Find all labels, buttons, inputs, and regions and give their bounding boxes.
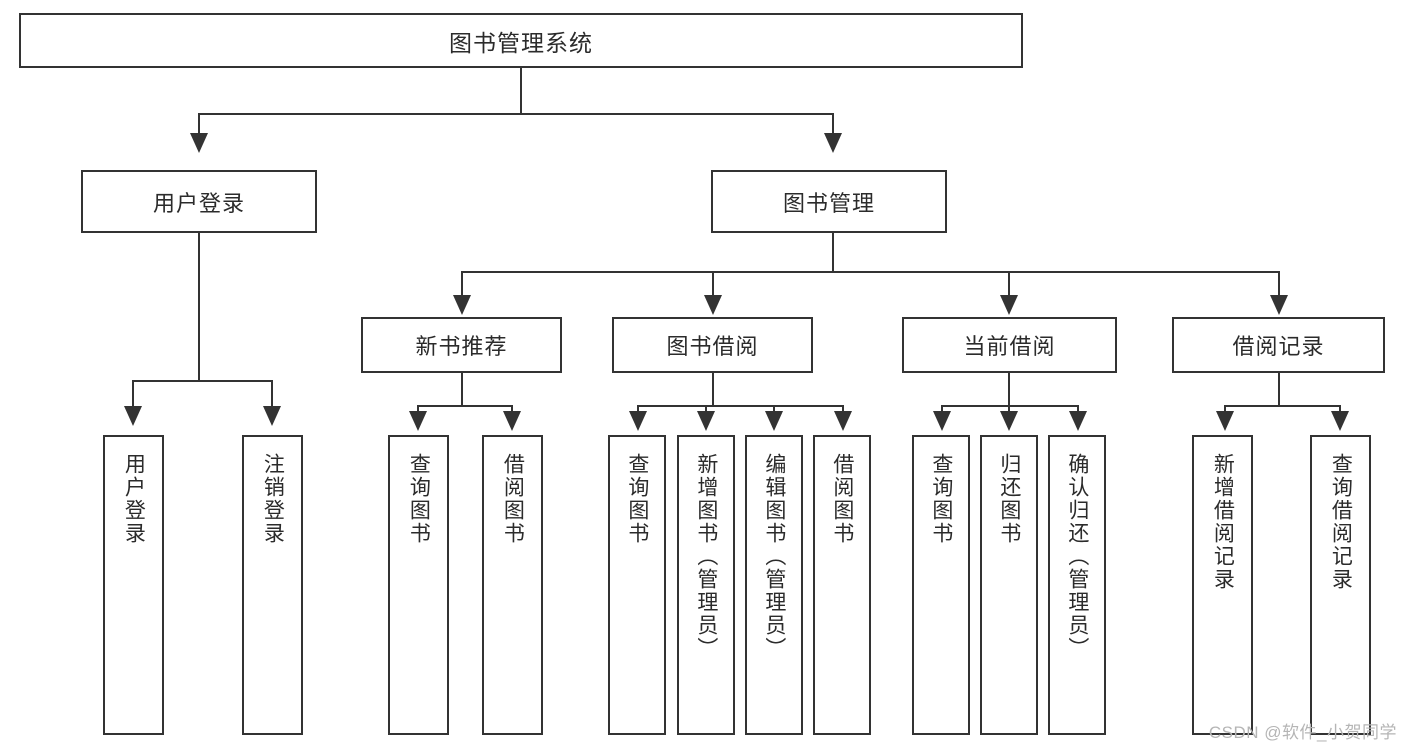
arrowhead-leaf-borrow-record-1 (1216, 411, 1234, 431)
connector-root-bus (198, 113, 834, 115)
leaf-current-borrow-confirm-return[interactable]: 确认归还（管理员） (1048, 435, 1106, 735)
node-new-book-recommend[interactable]: 新书推荐 (361, 317, 562, 373)
connector-borrow-record-bus (1224, 405, 1340, 407)
node-label: 用户登录 (152, 190, 245, 216)
arrowhead-leaf-book-borrow-1 (629, 411, 647, 431)
leaf-borrow-record-add[interactable]: 新增借阅记录 (1192, 435, 1253, 735)
leaf-label: 借阅图书 (501, 453, 525, 545)
node-book-management[interactable]: 图书管理 (711, 170, 947, 233)
leaf-user-login-logout[interactable]: 注销登录 (242, 435, 303, 735)
connector-borrow-record-drop-1 (1224, 405, 1226, 413)
connector-user-login-bus (132, 380, 272, 382)
arrowhead-borrow-book (704, 295, 722, 315)
arrowhead-leaf-book-borrow-2 (697, 411, 715, 431)
connector-book-manage-drop-2 (712, 271, 714, 297)
connector-borrow-record-stem (1278, 373, 1280, 405)
node-borrow-record[interactable]: 借阅记录 (1172, 317, 1385, 373)
connector-new-book-stem (461, 373, 463, 405)
node-label: 图书管理系统 (449, 29, 593, 56)
node-label: 新书推荐 (415, 334, 508, 359)
leaf-label: 编辑图书（管理员） (762, 453, 786, 660)
connector-book-manage-drop-3 (1008, 271, 1010, 297)
connector-current-borrow-drop-2 (1008, 405, 1010, 413)
node-label: 图书管理 (782, 190, 875, 216)
arrowhead-current-borrow (1000, 295, 1018, 315)
arrowhead-leaf-current-borrow-1 (933, 411, 951, 431)
node-user-login[interactable]: 用户登录 (81, 170, 317, 233)
arrowhead-leaf-book-borrow-3 (765, 411, 783, 431)
arrowhead-leaf-new-book-1 (409, 411, 427, 431)
connector-new-book-bus (417, 405, 512, 407)
node-label: 图书借阅 (666, 334, 759, 359)
connector-book-borrow-drop-2 (705, 405, 707, 413)
connector-current-borrow-stem (1008, 373, 1010, 405)
connector-root-stem (520, 68, 522, 113)
arrowhead-leaf-book-borrow-4 (834, 411, 852, 431)
leaf-label: 借阅图书 (830, 453, 854, 545)
connector-book-borrow-drop-4 (842, 405, 844, 413)
leaf-current-borrow-query[interactable]: 查询图书 (912, 435, 970, 735)
leaf-label: 查询图书 (929, 453, 953, 545)
arrowhead-leaf-borrow-record-2 (1331, 411, 1349, 431)
leaf-book-borrow-borrow[interactable]: 借阅图书 (813, 435, 871, 735)
arrowhead-book-manage (824, 133, 842, 153)
node-label: 当前借阅 (963, 334, 1056, 359)
arrowhead-new-book (453, 295, 471, 315)
leaf-label: 查询图书 (625, 453, 649, 545)
connector-current-borrow-bus (941, 405, 1079, 407)
connector-book-manage-drop-1 (461, 271, 463, 297)
leaf-current-borrow-return[interactable]: 归还图书 (980, 435, 1038, 735)
arrowhead-leaf-user-login-1 (124, 406, 142, 426)
leaf-label: 注销登录 (261, 453, 285, 545)
leaf-label: 查询借阅记录 (1329, 453, 1353, 591)
leaf-label: 查询图书 (407, 453, 431, 545)
leaf-user-login-login[interactable]: 用户登录 (103, 435, 164, 735)
connector-user-login-drop-1 (132, 380, 134, 408)
connector-book-borrow-bus (637, 405, 844, 407)
connector-borrow-record-drop-2 (1339, 405, 1341, 413)
leaf-book-borrow-query[interactable]: 查询图书 (608, 435, 666, 735)
connector-user-login-drop-2 (271, 380, 273, 408)
node-root-system[interactable]: 图书管理系统 (19, 13, 1023, 68)
connector-new-book-drop-1 (417, 405, 419, 413)
arrowhead-leaf-current-borrow-2 (1000, 411, 1018, 431)
leaf-label: 归还图书 (997, 453, 1021, 545)
connector-new-book-drop-2 (511, 405, 513, 413)
arrowhead-borrow-record (1270, 295, 1288, 315)
connector-book-manage-stem (832, 233, 834, 271)
connector-book-manage-drop-4 (1278, 271, 1280, 297)
node-current-borrow[interactable]: 当前借阅 (902, 317, 1117, 373)
connector-current-borrow-drop-1 (941, 405, 943, 413)
leaf-label: 用户登录 (122, 453, 146, 545)
leaf-label: 确认归还（管理员） (1065, 453, 1089, 660)
leaf-label: 新增借阅记录 (1211, 453, 1235, 591)
leaf-new-book-query[interactable]: 查询图书 (388, 435, 449, 735)
node-label: 借阅记录 (1232, 334, 1325, 359)
leaf-book-borrow-edit[interactable]: 编辑图书（管理员） (745, 435, 803, 735)
connector-book-manage-bus (461, 271, 1280, 273)
connector-book-borrow-drop-1 (637, 405, 639, 413)
connector-root-drop-left (198, 113, 200, 135)
arrowhead-leaf-new-book-2 (503, 411, 521, 431)
arrowhead-leaf-user-login-2 (263, 406, 281, 426)
connector-current-borrow-drop-3 (1077, 405, 1079, 413)
leaf-label: 新增图书（管理员） (694, 453, 718, 660)
leaf-new-book-borrow[interactable]: 借阅图书 (482, 435, 543, 735)
watermark: CSDN @软件_小贺同学 (1208, 723, 1397, 742)
arrowhead-leaf-current-borrow-3 (1069, 411, 1087, 431)
connector-book-borrow-stem (712, 373, 714, 405)
connector-user-login-stem (198, 233, 200, 380)
node-book-borrow[interactable]: 图书借阅 (612, 317, 813, 373)
connector-root-drop-right (832, 113, 834, 135)
leaf-borrow-record-query[interactable]: 查询借阅记录 (1310, 435, 1371, 735)
connector-book-borrow-drop-3 (773, 405, 775, 413)
leaf-book-borrow-add[interactable]: 新增图书（管理员） (677, 435, 735, 735)
arrowhead-user-login (190, 133, 208, 153)
